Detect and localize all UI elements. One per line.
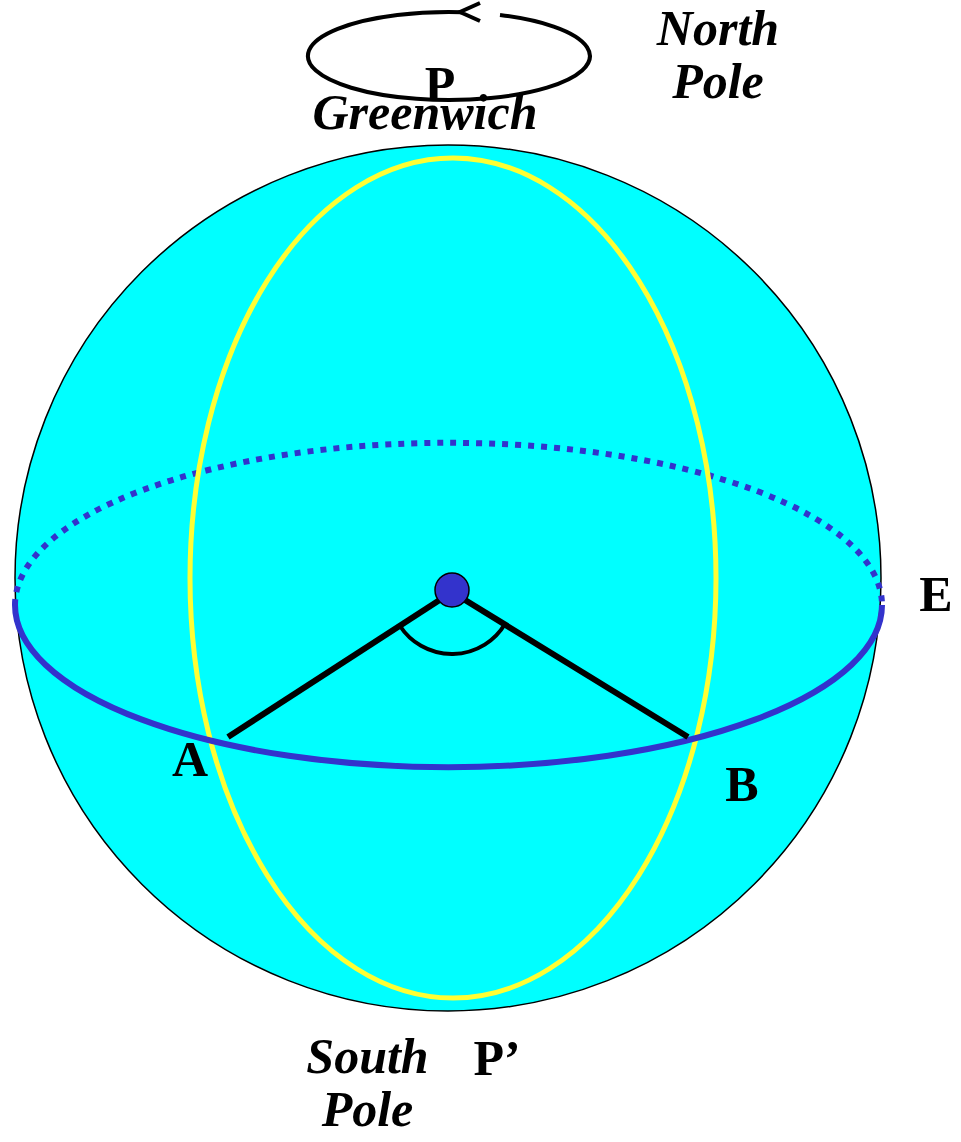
equator-front <box>15 605 882 767</box>
globe <box>15 145 881 1011</box>
angle-arc <box>400 624 505 654</box>
radius-line <box>452 592 688 737</box>
point-label: B <box>714 758 770 811</box>
pole-label: South Pole <box>285 1030 450 1135</box>
rotation-arrowhead <box>460 3 480 21</box>
meridian-label: Greenwich <box>265 86 585 139</box>
point-label: E <box>916 568 956 621</box>
point-label: A <box>162 733 218 786</box>
center-dot <box>435 573 469 607</box>
greenwich-meridian <box>190 158 716 998</box>
radius-line <box>228 592 452 737</box>
pole-label: North Pole <box>628 2 808 107</box>
point-label: P’ <box>462 1032 532 1085</box>
